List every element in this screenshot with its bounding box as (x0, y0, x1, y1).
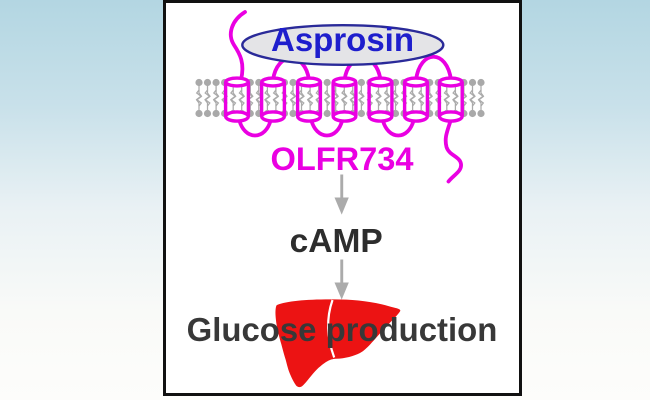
svg-text:Glucose production: Glucose production (187, 311, 498, 348)
svg-text:cAMP: cAMP (290, 223, 383, 260)
svg-text:OLFR734: OLFR734 (270, 140, 413, 177)
svg-text:Asprosin: Asprosin (271, 21, 414, 58)
